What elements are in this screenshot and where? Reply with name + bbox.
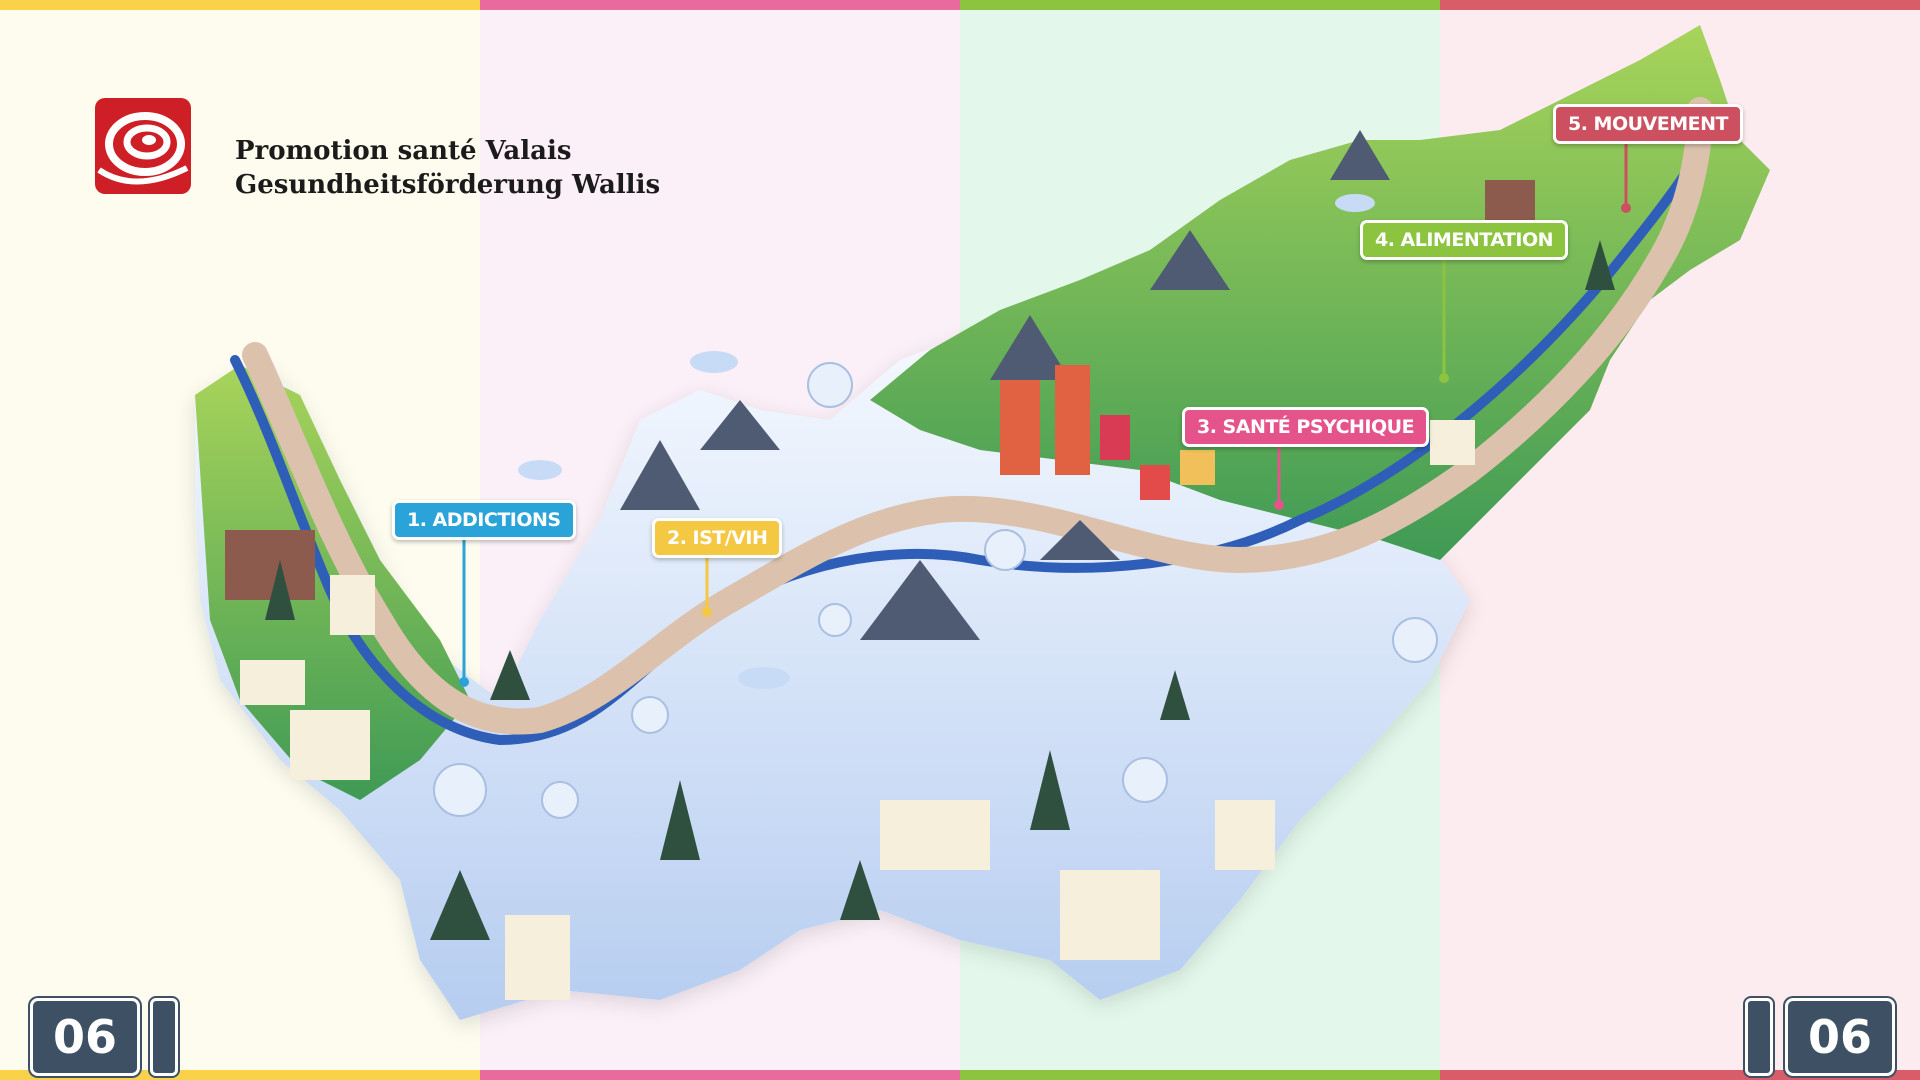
snowy-trees <box>433 362 1438 819</box>
road <box>242 97 1713 735</box>
marker-label-ist-vih: 2. IST/VIH <box>652 518 783 558</box>
red-spiral-logo-icon <box>95 98 191 194</box>
top-bar-green <box>960 0 1440 10</box>
map-green-region-east <box>870 25 1770 560</box>
brand-line-1: Promotion santé Valais <box>235 136 572 166</box>
buildings <box>225 180 1535 1000</box>
slide-number-right: 06 <box>1785 998 1895 1076</box>
top-bar-red <box>1440 0 1920 10</box>
marker-label-mouvement: 5. MOUVEMENT <box>1553 104 1743 144</box>
slide-number-left: 06 <box>30 998 140 1076</box>
clouds <box>518 194 1375 689</box>
pin-line-mouvement <box>1621 138 1631 213</box>
slide-tab-left <box>150 998 178 1076</box>
trees <box>265 240 1615 940</box>
marker-label-addictions: 1. ADDICTIONS <box>392 500 576 540</box>
slide-counter-left[interactable]: 06 <box>30 998 180 1076</box>
top-bar-yellow <box>0 0 480 10</box>
pin-line-alimentation <box>1439 254 1449 383</box>
slide-tab-right <box>1745 998 1773 1076</box>
slide-counter-right[interactable]: 06 <box>1745 998 1895 1076</box>
pin-line-addictions <box>459 534 469 687</box>
brand-line-2: Gesundheitsförderung Wallis <box>235 170 661 200</box>
brand-text: Promotion santé Valais Gesundheitsförder… <box>235 134 660 202</box>
bottom-bar-green <box>960 1070 1440 1080</box>
bottom-bar-red <box>1440 1070 1920 1080</box>
top-bar-pink <box>480 0 960 10</box>
bottom-bar-pink <box>480 1070 960 1080</box>
map-snow-region <box>195 330 1470 1020</box>
marker-label-sante-psychique: 3. SANTÉ PSYCHIQUE <box>1182 407 1430 447</box>
marker-label-alimentation: 4. ALIMENTATION <box>1360 220 1569 260</box>
pin-line-sante-psychique <box>1274 441 1284 510</box>
bottom-bar-yellow <box>0 1070 480 1080</box>
mountains <box>620 130 1390 640</box>
pin-line-ist-vih <box>702 552 712 617</box>
